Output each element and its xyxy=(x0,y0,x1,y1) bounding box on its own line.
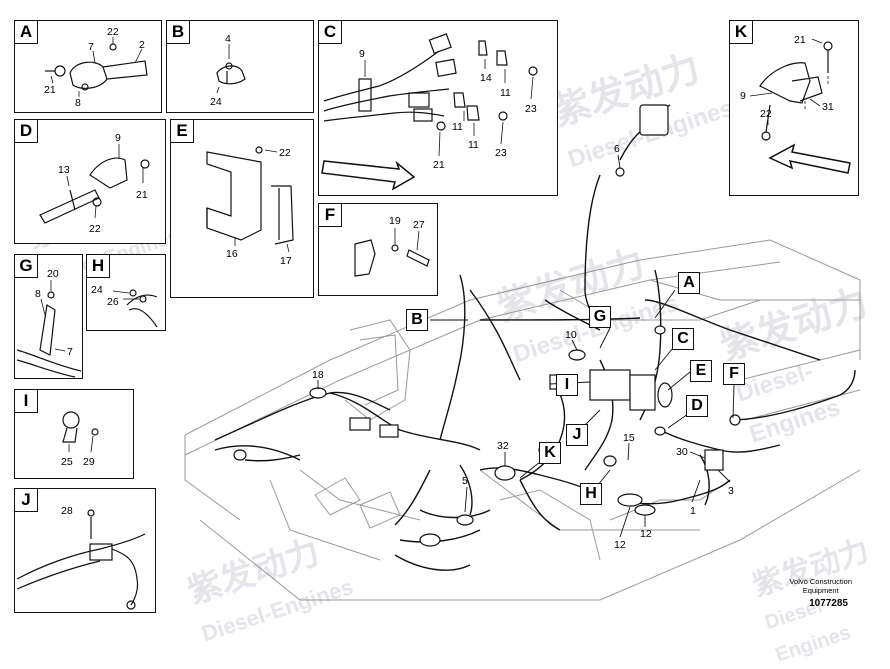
main-label: 1 xyxy=(690,505,696,517)
panel-letter: I xyxy=(15,390,38,413)
main-assembly-drawing: 6 10 18 32 5 15 30 3 1 12 12 xyxy=(184,104,861,601)
panel-label: 7 xyxy=(67,346,73,358)
callout-k: K xyxy=(539,442,561,464)
panel-label: 28 xyxy=(61,505,73,517)
panel-label: 22 xyxy=(279,147,291,159)
panel-label: 16 xyxy=(226,248,238,260)
panel-label: 20 xyxy=(47,268,59,280)
panel-label: 17 xyxy=(280,255,292,267)
panel-label: 21 xyxy=(433,159,445,171)
main-label: 5 xyxy=(462,475,468,487)
panel-label: 8 xyxy=(35,288,41,300)
panel-label: 26 xyxy=(107,296,119,308)
panel-label: 24 xyxy=(210,96,222,108)
detail-panel-d: D 9 13 21 22 xyxy=(14,119,166,244)
panel-letter: C xyxy=(319,21,342,44)
panel-label: 9 xyxy=(740,90,746,102)
main-label: 15 xyxy=(623,432,635,444)
panel-letter: H xyxy=(87,255,110,278)
panel-label: 8 xyxy=(75,97,81,109)
callout-j: J xyxy=(566,424,588,446)
panel-label: 21 xyxy=(794,34,806,46)
panel-label: 7 xyxy=(88,41,94,53)
panel-label: 25 xyxy=(61,456,73,468)
panel-label: 9 xyxy=(115,132,121,144)
panel-label: 11 xyxy=(468,139,479,151)
panel-letter: A xyxy=(15,21,38,44)
panel-label: 19 xyxy=(389,215,401,227)
detail-panel-f: F 19 27 xyxy=(318,203,438,296)
panel-letter: B xyxy=(167,21,190,44)
main-label: 12 xyxy=(614,539,626,551)
publisher-caption: Volvo Construction Equipment xyxy=(789,577,852,595)
panel-letter: J xyxy=(15,489,38,512)
panel-label: 21 xyxy=(44,84,56,96)
callout-f: F xyxy=(723,363,745,385)
panel-label: 14 xyxy=(480,72,492,84)
callout-a: A xyxy=(678,272,700,294)
publisher-line1: Volvo Construction xyxy=(789,577,852,586)
main-label: 18 xyxy=(312,369,324,381)
panel-label: 4 xyxy=(225,33,231,45)
panel-letter: K xyxy=(730,21,753,44)
main-label: 30 xyxy=(676,446,688,458)
panel-label: 13 xyxy=(58,164,70,176)
panel-letter: D xyxy=(15,120,38,143)
callout-g: G xyxy=(589,306,611,328)
callout-e: E xyxy=(690,360,712,382)
drawing-number: 1077285 xyxy=(809,598,848,609)
detail-panel-e: E 22 16 17 xyxy=(170,119,314,298)
publisher-line2: Equipment xyxy=(802,586,839,595)
panel-label: 11 xyxy=(452,121,463,133)
panel-label: 9 xyxy=(359,48,365,60)
callout-h: H xyxy=(580,483,602,505)
main-label: 10 xyxy=(565,329,577,341)
panel-letter: F xyxy=(319,204,342,227)
detail-panel-k: K 21 9 31 xyxy=(729,20,859,196)
panel-label: 23 xyxy=(525,103,537,115)
parts-diagram: 紫发动力 Diesel-Engines 紫发动力 Diesel-Engines … xyxy=(14,20,873,666)
callout-i: I xyxy=(556,374,578,396)
detail-panel-j: J 28 xyxy=(14,488,156,613)
panel-label: 22 xyxy=(107,26,119,38)
panel-label: 27 xyxy=(413,219,425,231)
panel-label: 31 xyxy=(822,101,834,113)
detail-panel-h: H 24 26 xyxy=(86,254,166,331)
main-label: 6 xyxy=(614,143,620,155)
main-label: 12 xyxy=(640,528,652,540)
detail-panel-b: B 4 24 xyxy=(166,20,314,113)
main-label: 3 xyxy=(728,485,734,497)
detail-panel-a: A 22 7 2 21 8 xyxy=(14,20,162,113)
panel-label: 21 xyxy=(136,189,148,201)
panel-label: 2 xyxy=(139,39,145,51)
detail-panel-g: G 20 8 7 xyxy=(14,254,83,379)
callout-c: C xyxy=(672,328,694,350)
detail-panel-c: C xyxy=(318,20,558,196)
panel-label: 22 xyxy=(760,108,772,120)
main-label: 32 xyxy=(497,440,509,452)
panel-label: 23 xyxy=(495,147,507,159)
panel-label: 24 xyxy=(91,284,103,296)
panel-letter: G xyxy=(15,255,38,278)
callout-b: B xyxy=(406,309,428,331)
detail-panel-i: I 25 29 xyxy=(14,389,134,479)
panel-label: 11 xyxy=(500,87,511,99)
panel-letter: E xyxy=(171,120,194,143)
panel-label: 22 xyxy=(89,223,101,235)
callout-d: D xyxy=(686,395,708,417)
panel-label: 29 xyxy=(83,456,95,468)
